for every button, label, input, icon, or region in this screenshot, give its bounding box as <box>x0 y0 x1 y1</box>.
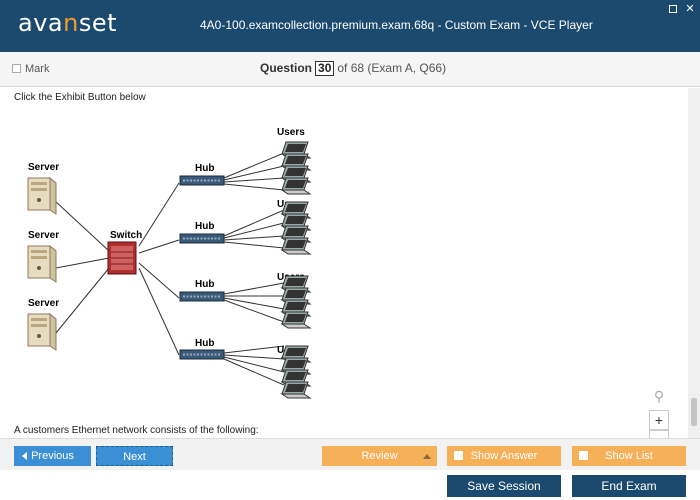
laptop-group-4-icon <box>281 345 311 399</box>
server-3-label: Server <box>28 298 59 309</box>
magnifier-icon[interactable]: ⚲ <box>653 388 665 404</box>
previous-button[interactable]: Previous <box>14 446 91 466</box>
question-number-input[interactable]: 30 <box>315 61 335 76</box>
previous-label: Previous <box>31 450 74 462</box>
show-list-label: Show List <box>605 450 653 462</box>
checkbox-icon <box>12 64 21 73</box>
hub-4-label: Hub <box>195 338 214 349</box>
server-3-icon <box>27 313 57 351</box>
hub-1-label: Hub <box>195 163 214 174</box>
review-label: Review <box>361 450 398 462</box>
laptop-group-1-icon <box>281 141 311 195</box>
show-list-button[interactable]: Show List <box>572 446 686 466</box>
arrow-up-icon <box>423 454 431 459</box>
hub-1-icon <box>179 175 225 186</box>
next-label: Next <box>123 451 146 463</box>
checkbox-icon <box>454 451 463 460</box>
show-answer-label: Show Answer <box>470 450 538 462</box>
review-button[interactable]: Review <box>322 446 437 466</box>
title-bar: avanset 4A0-100.examcollection.premium.e… <box>0 0 700 52</box>
network-exhibit[interactable]: Server Server Server Switch Hub Hub Hub … <box>14 118 324 418</box>
session-bar: Save Session End Exam <box>0 470 700 500</box>
zoom-in-button[interactable]: + <box>649 410 669 430</box>
question-content: Click the Exhibit Button below <box>0 88 688 438</box>
arrow-left-icon <box>22 452 27 460</box>
mark-label: Mark <box>25 63 50 75</box>
restore-icon <box>669 5 677 13</box>
checkbox-icon <box>579 451 588 460</box>
close-icon: ✕ <box>685 3 695 15</box>
server-2-label: Server <box>28 230 59 241</box>
window-title: 4A0-100.examcollection.premium.exam.68q … <box>200 18 593 32</box>
laptop-group-3-icon <box>281 275 311 329</box>
server-1-icon <box>27 177 57 215</box>
server-1-label: Server <box>28 162 59 173</box>
hub-2-icon <box>179 233 225 244</box>
navigation-bar: Previous Next Review Show Answer Show Li… <box>0 438 700 470</box>
hub-3-label: Hub <box>195 279 214 290</box>
question-suffix: of 68 (Exam A, Q66) <box>337 61 447 75</box>
scrollbar-thumb[interactable] <box>691 398 697 426</box>
content-scrollbar[interactable] <box>688 88 700 438</box>
restore-window-button[interactable] <box>667 3 679 15</box>
question-prompt: Click the Exhibit Button below <box>14 92 146 103</box>
question-label: Question <box>260 61 313 75</box>
users-1-label: Users <box>277 127 305 138</box>
mark-checkbox[interactable]: Mark <box>12 63 49 75</box>
end-exam-button[interactable]: End Exam <box>572 475 686 497</box>
show-answer-button[interactable]: Show Answer <box>447 446 561 466</box>
switch-icon <box>107 241 137 275</box>
save-session-button[interactable]: Save Session <box>447 475 561 497</box>
close-window-button[interactable]: ✕ <box>684 3 696 15</box>
hub-2-label: Hub <box>195 221 214 232</box>
switch-label: Switch <box>110 230 142 241</box>
zoom-out-button[interactable]: − <box>649 430 669 438</box>
next-button[interactable]: Next <box>96 446 173 466</box>
hub-4-icon <box>179 349 225 360</box>
laptop-group-2-icon <box>281 201 311 255</box>
question-text: A customers Ethernet network consists of… <box>14 425 259 436</box>
server-2-icon <box>27 245 57 283</box>
hub-3-icon <box>179 291 225 302</box>
app-logo: avanset <box>18 9 118 37</box>
zoom-controls: ⚲ + − <box>649 388 669 438</box>
